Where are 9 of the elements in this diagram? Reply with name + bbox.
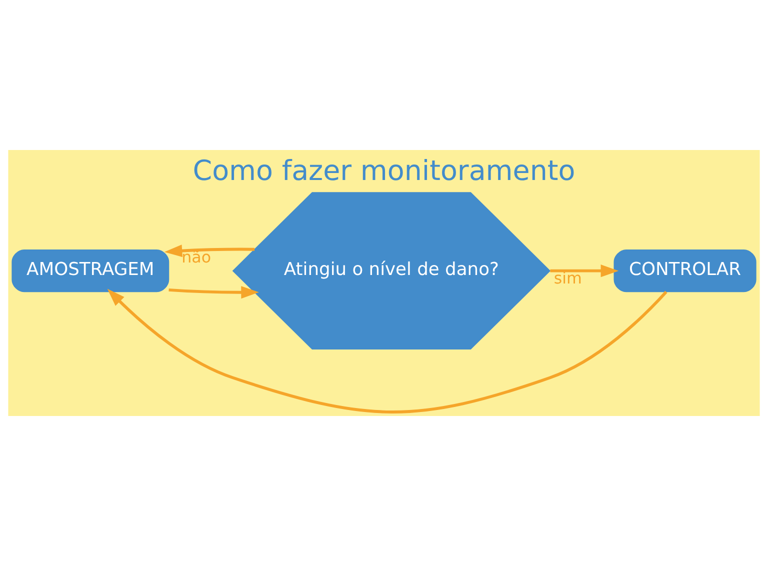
edge-label: sim xyxy=(554,268,582,288)
arrow xyxy=(164,244,255,258)
arrow xyxy=(107,288,668,414)
diagram-title: Como fazer monitoramento xyxy=(192,154,576,188)
arrow xyxy=(550,264,619,278)
edge-label: não xyxy=(182,247,212,266)
node-box: CONTROLAR xyxy=(614,250,756,292)
node-box: AMOSTRAGEM xyxy=(12,250,170,292)
arrow xyxy=(168,286,260,299)
